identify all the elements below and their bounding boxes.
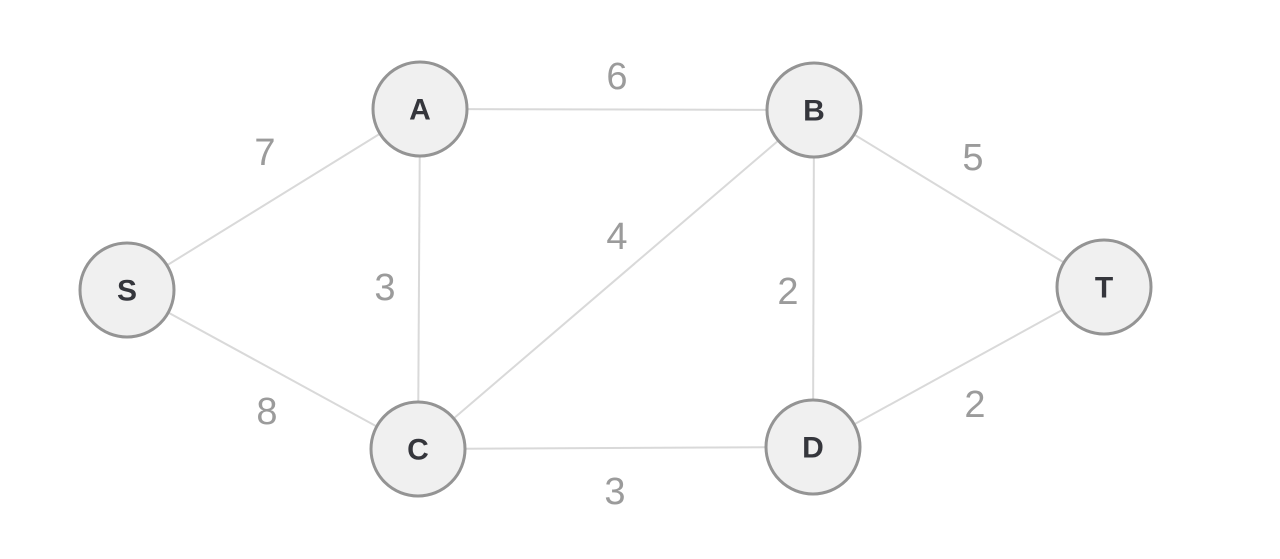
edge-B-T: [813, 109, 1105, 288]
edge-weight-B-D: 2: [777, 271, 798, 313]
edge-weight-C-B: 4: [606, 216, 627, 258]
edge-weight-A-C: 3: [374, 267, 395, 309]
edge-C-D: [417, 446, 814, 450]
edge-weight-S-C: 8: [256, 391, 277, 433]
node-circle-A: [371, 60, 469, 158]
edge-B-D: [812, 109, 815, 448]
node-label-S: S: [117, 275, 137, 308]
node-B: B: [765, 61, 863, 159]
node-circle-C: [369, 400, 467, 498]
edge-A-C: [417, 108, 421, 450]
node-A: A: [371, 60, 469, 158]
node-label-A: A: [409, 94, 431, 127]
node-label-B: B: [803, 95, 825, 128]
edge-weight-A-B: 6: [606, 56, 627, 98]
node-label-T: T: [1095, 272, 1113, 305]
node-T: T: [1055, 238, 1153, 336]
edge-A-B: [419, 108, 815, 111]
node-circle-B: [765, 61, 863, 159]
edge-C-B: [417, 109, 815, 450]
edge-weight-C-D: 3: [604, 471, 625, 513]
node-C: C: [369, 400, 467, 498]
edge-D-T: [812, 286, 1105, 448]
edge-weight-B-T: 5: [962, 137, 983, 179]
node-circle-S: [78, 241, 176, 339]
node-D: D: [764, 398, 862, 496]
edge-weight-D-T: 2: [964, 384, 985, 426]
edge-S-A: [126, 108, 421, 291]
node-label-C: C: [407, 434, 429, 467]
node-circle-D: [764, 398, 862, 496]
node-label-D: D: [802, 432, 824, 465]
node-circle-T: [1055, 238, 1153, 336]
edge-weight-S-A: 7: [254, 132, 275, 174]
edge-S-C: [126, 289, 419, 450]
node-S: S: [78, 241, 176, 339]
